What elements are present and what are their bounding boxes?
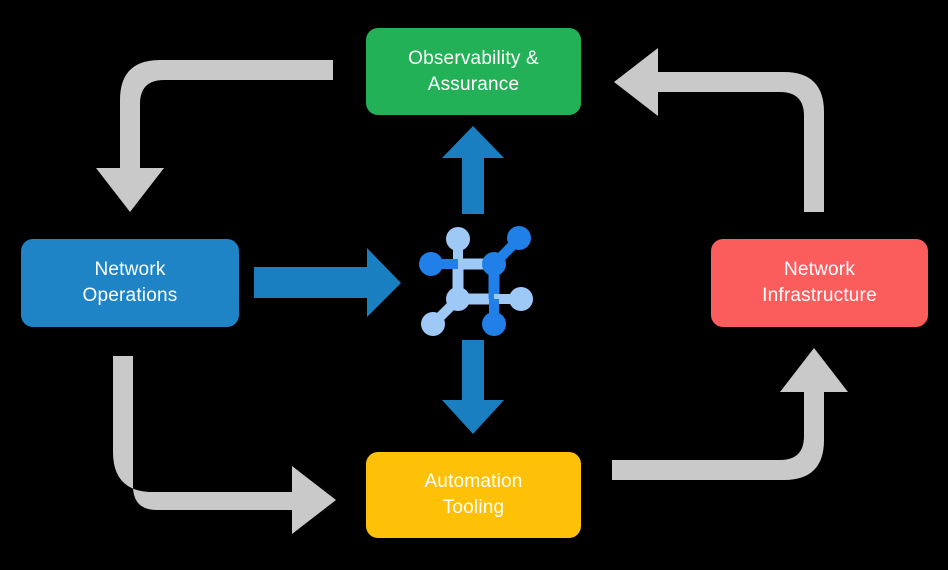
arrow-infrastructure-to-observability [614, 48, 824, 212]
network-icon-nodes [419, 226, 533, 336]
arrow-center-to-observability [442, 126, 504, 214]
arrow-automation-to-infrastructure [612, 348, 848, 480]
arrow-operations-to-center [254, 248, 401, 317]
arrow-center-to-automation [442, 340, 504, 434]
arrow-operations-to-automation [113, 356, 336, 534]
network-icon-edges [431, 236, 522, 326]
node-observability-assurance[interactable]: Observability & Assurance [366, 28, 581, 115]
node-network-operations[interactable]: Network Operations [21, 239, 239, 327]
arrow-observability-to-operations [96, 60, 333, 212]
node-network-infrastructure[interactable]: Network Infrastructure [711, 239, 928, 327]
node-automation-tooling[interactable]: Automation Tooling [366, 452, 581, 538]
